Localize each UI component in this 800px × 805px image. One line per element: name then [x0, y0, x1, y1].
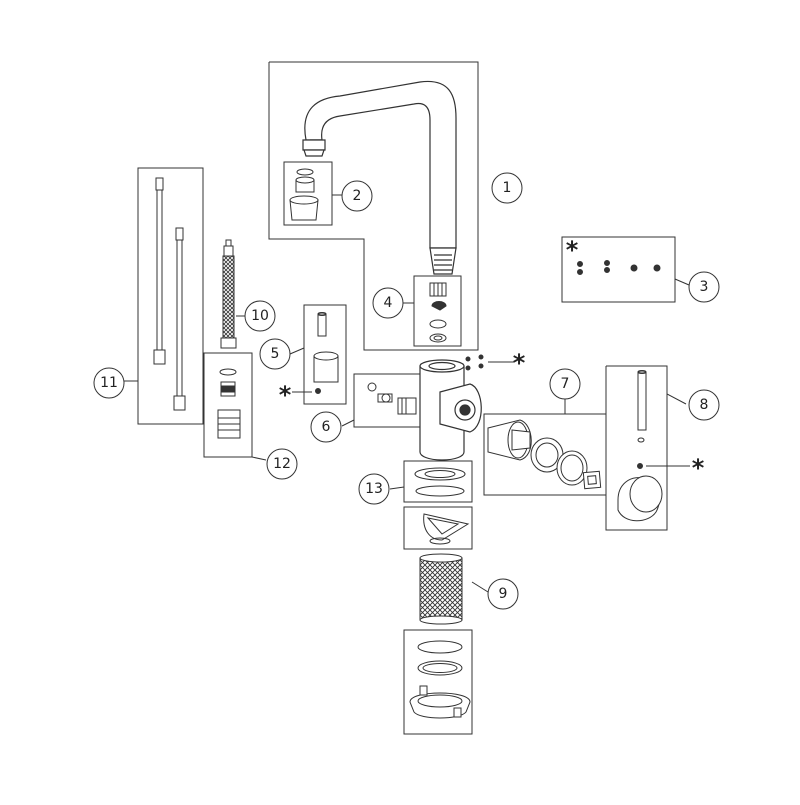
asterisk-mark-part-8: * — [692, 454, 705, 482]
callout-circle-9 — [487, 578, 519, 610]
callout-label-11: 11 — [100, 375, 118, 391]
callout-circle-5 — [259, 338, 291, 370]
callout-label-7: 7 — [561, 376, 570, 392]
callout-circle-7 — [549, 368, 581, 400]
callout-label-3: 3 — [700, 279, 709, 295]
callout-circles — [93, 172, 720, 610]
part-3-screws — [561, 236, 690, 303]
callout-circle-8 — [688, 389, 720, 421]
part-6-valve — [341, 373, 423, 428]
part-5-adapter — [289, 304, 347, 405]
callout-circle-1 — [491, 172, 523, 204]
part-11-supply-pipes — [124, 167, 204, 425]
callout-circle-4 — [372, 287, 404, 319]
part-7-cartridge — [483, 398, 607, 496]
part-9-mounting-kit — [403, 506, 489, 735]
part-10-braided-hose — [220, 239, 245, 349]
callout-label-2: 2 — [353, 188, 362, 204]
part-13-gaskets — [389, 460, 473, 503]
callout-circle-11 — [93, 367, 125, 399]
callout-circle-10 — [244, 300, 276, 332]
callout-label-12: 12 — [273, 456, 291, 472]
part-8-lever-handle — [605, 365, 690, 531]
callout-label-8: 8 — [700, 397, 709, 413]
asterisk-mark-body-screws: * — [513, 349, 526, 377]
spare-part-marks: * * * * — [279, 236, 705, 482]
spout — [302, 80, 457, 275]
callout-label-10: 10 — [251, 308, 269, 324]
part-4-spout-seals — [403, 275, 462, 347]
callout-labels: 1 2 3 4 5 6 7 8 9 10 11 12 13 — [100, 180, 708, 602]
callout-circle-12 — [266, 448, 298, 480]
body-screws — [465, 354, 514, 371]
callout-label-13: 13 — [365, 481, 383, 497]
callout-label-4: 4 — [384, 295, 393, 311]
callout-label-6: 6 — [322, 419, 331, 435]
part-2-aerator — [283, 161, 342, 226]
part-1-spout-frame — [268, 61, 479, 351]
asterisk-mark-part-5: * — [279, 381, 292, 409]
callout-label-1: 1 — [503, 180, 512, 196]
callout-circle-13 — [358, 473, 390, 505]
callout-label-5: 5 — [271, 346, 280, 362]
callout-circle-2 — [341, 180, 373, 212]
mixer-body — [419, 359, 482, 461]
callout-circle-3 — [688, 271, 720, 303]
asterisk-mark-part-3: * — [566, 236, 579, 264]
callout-circle-6 — [310, 411, 342, 443]
part-12-connectors — [203, 352, 267, 461]
callout-label-9: 9 — [499, 586, 508, 602]
